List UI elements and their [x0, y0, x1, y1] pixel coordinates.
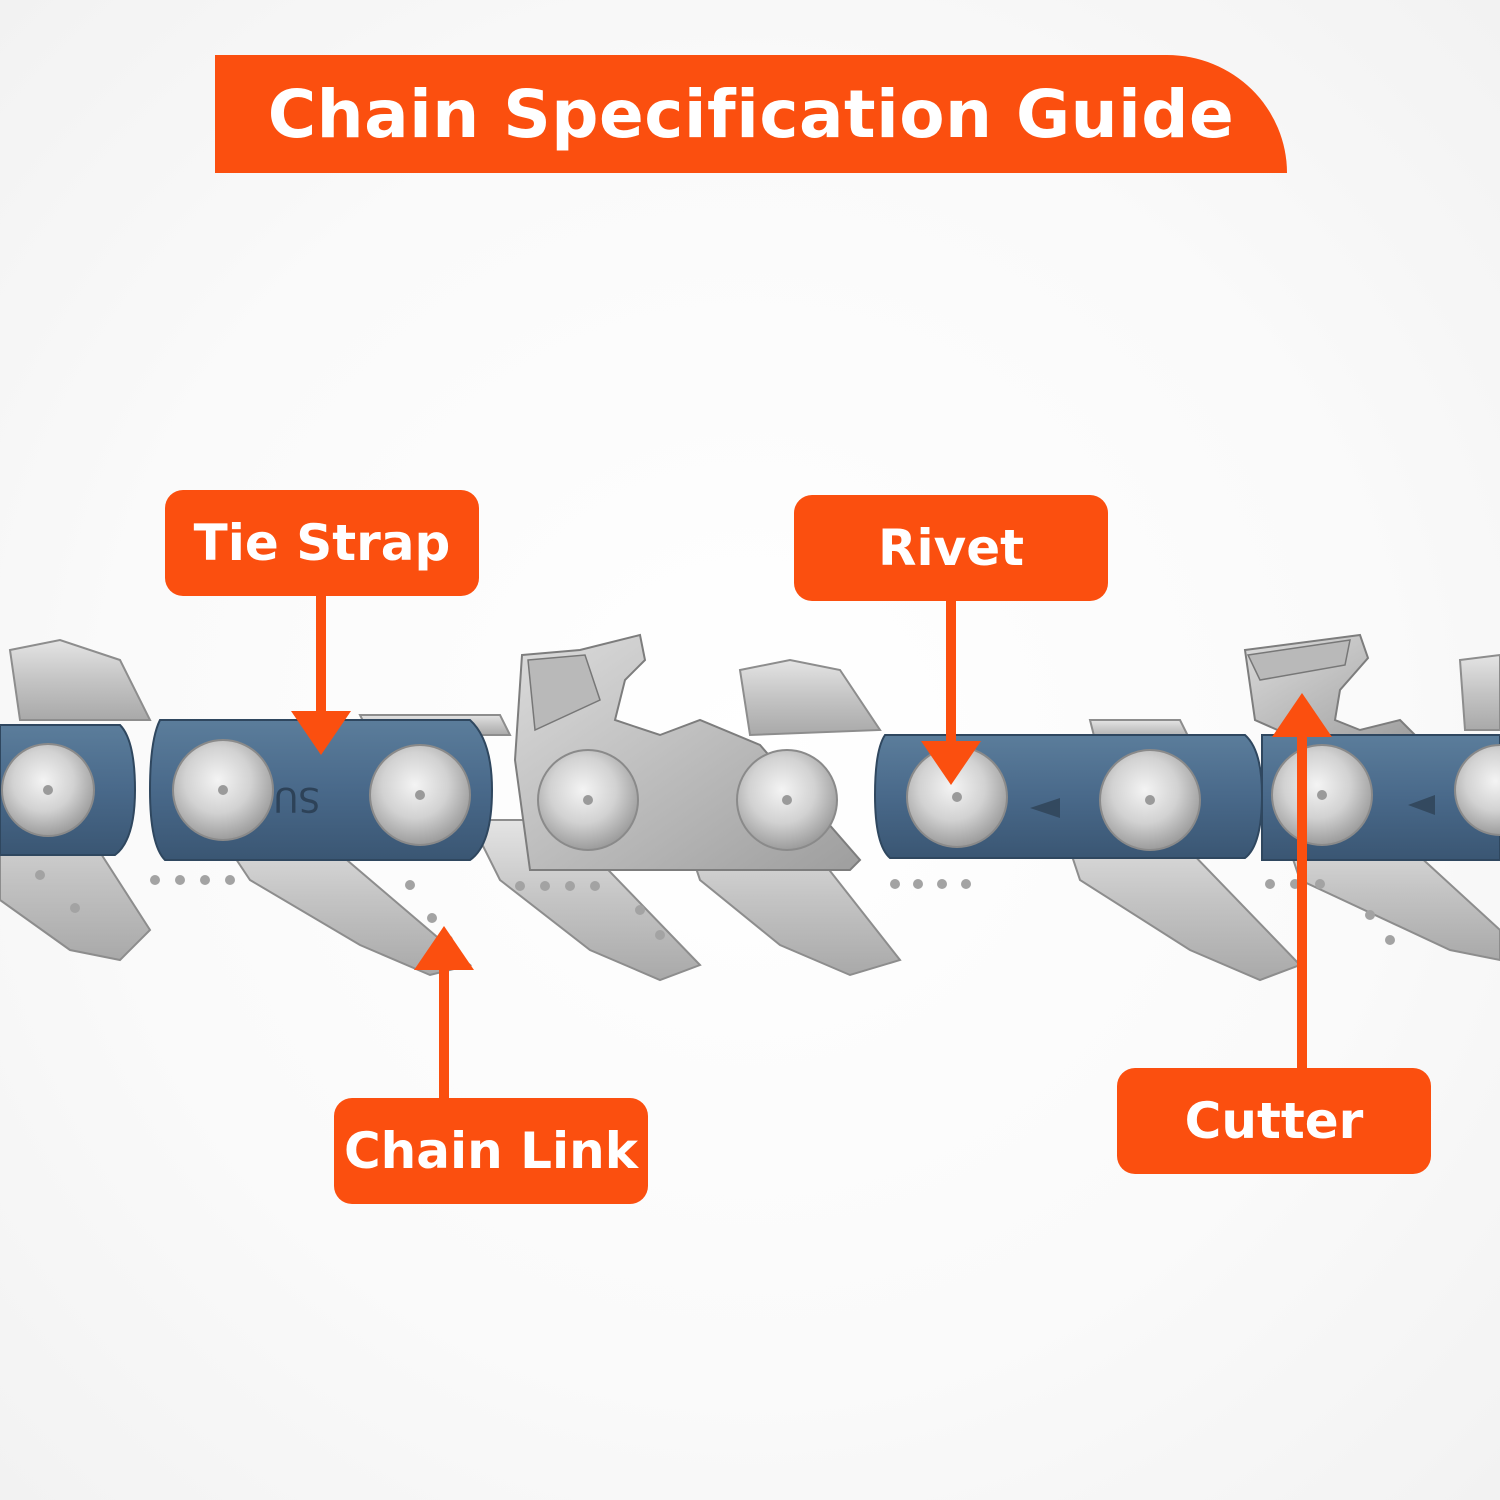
upper-plates [8, 638, 1500, 741]
callout-arrows [291, 596, 1332, 1098]
page-title: Chain Specification Guide [267, 75, 1235, 153]
direction-marks [1030, 795, 1435, 818]
tie-strap-marking: SU [274, 779, 320, 819]
label-tie-strap: Tie Strap [165, 490, 479, 596]
label-rivet: Rivet [794, 495, 1108, 601]
label-chain-link: Chain Link [334, 1098, 648, 1204]
cutter-top-faces [527, 639, 1351, 732]
rivet-centers [43, 785, 1327, 805]
label-cutter: Cutter [1117, 1068, 1431, 1174]
title-banner: Chain Specification Guide [215, 55, 1287, 173]
